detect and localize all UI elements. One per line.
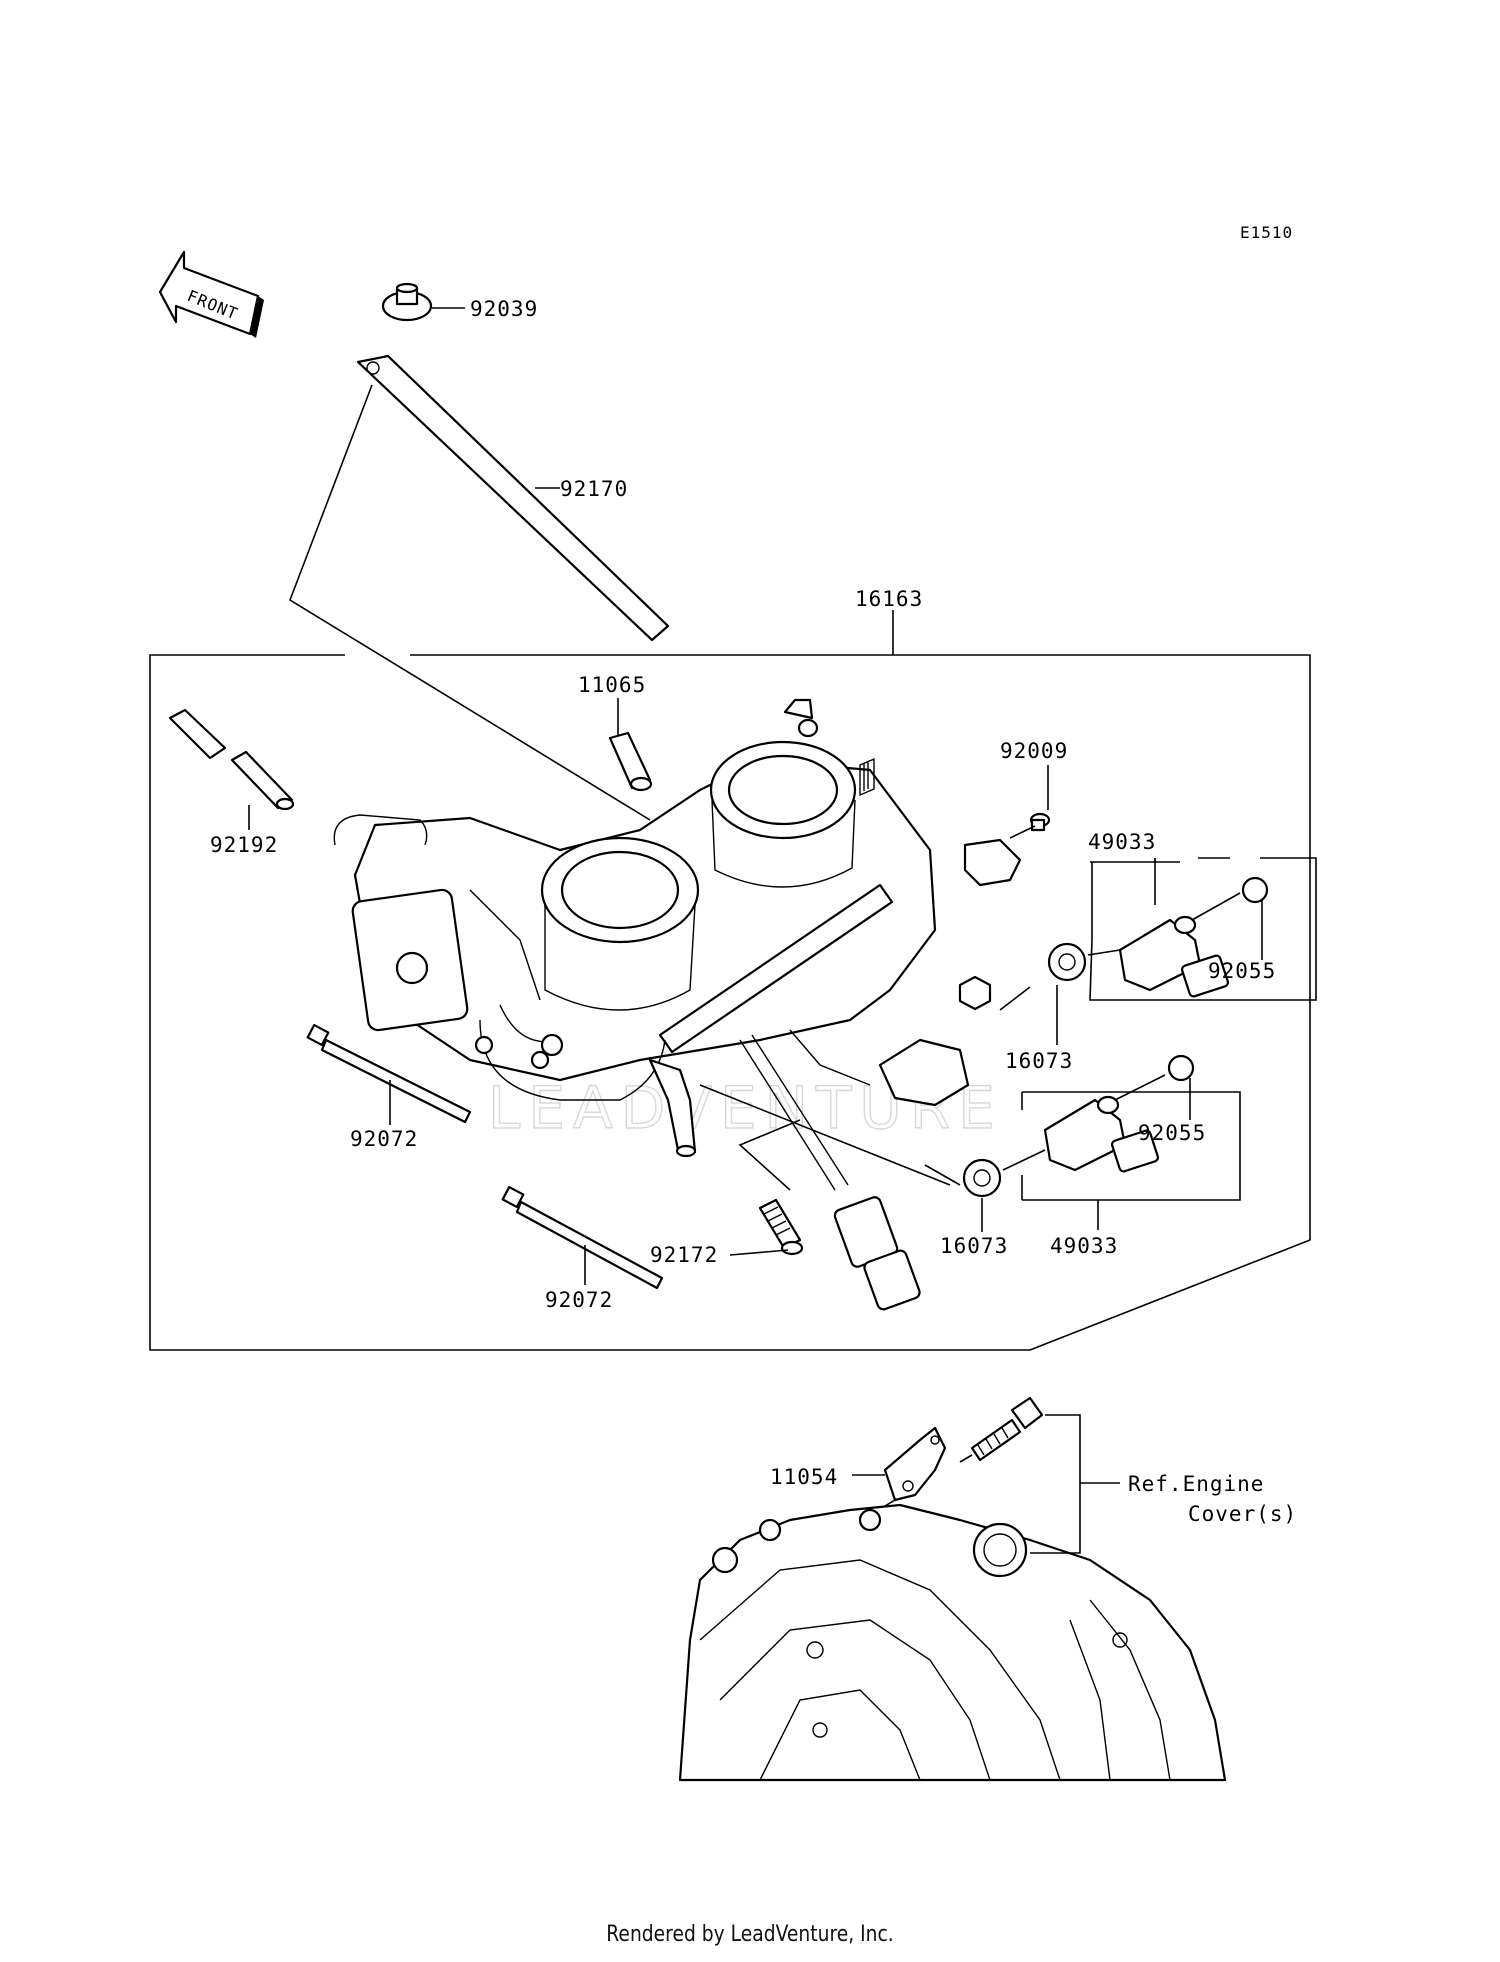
screw-part [963, 765, 1051, 887]
hose-part [168, 708, 295, 830]
reference-line-1: Ref.Engine [1128, 1472, 1264, 1496]
callout-92055-lower: 92055 [1138, 1121, 1206, 1145]
cable-tie-left-part [306, 1023, 472, 1125]
callout-16073-lower: 16073 [940, 1234, 1008, 1258]
throttle-body-part [333, 698, 992, 1311]
callout-92072-left: 92072 [350, 1127, 418, 1151]
callout-49033-upper: 49033 [1088, 830, 1156, 854]
front-arrow-icon: FRONT [158, 250, 264, 338]
screw-small-part [729, 1119, 804, 1256]
callout-92172: 92172 [650, 1243, 718, 1267]
callout-92055-upper: 92055 [1208, 959, 1276, 983]
reference-bracket [1030, 1414, 1120, 1554]
callout-92170: 92170 [560, 477, 628, 501]
bracket-part [852, 1426, 947, 1516]
injector-lower-group [699, 1054, 1241, 1232]
injector-upper-group [999, 857, 1317, 1045]
engine-cover-part [678, 1503, 1227, 1782]
cable-tie-bottom-part [501, 1185, 664, 1290]
cap-part [608, 698, 653, 792]
callout-16163: 16163 [855, 587, 923, 611]
callout-49033-lower: 49033 [1050, 1234, 1118, 1258]
band-part [289, 354, 670, 821]
callout-11054: 11054 [770, 1465, 838, 1489]
diagram-code: E1510 [1240, 223, 1293, 242]
callout-92039: 92039 [470, 297, 538, 321]
callout-92192: 92192 [210, 833, 278, 857]
callout-11065: 11065 [578, 673, 646, 697]
assembly-outline [149, 610, 1311, 1351]
footer-credit: Rendered by LeadVenture, Inc. [606, 1922, 894, 1947]
grommet-part [381, 282, 465, 322]
callout-92072-bottom: 92072 [545, 1288, 613, 1312]
bolt-part [959, 1396, 1044, 1463]
callout-92009: 92009 [1000, 739, 1068, 763]
callout-16073-upper: 16073 [1005, 1049, 1073, 1073]
reference-line-2: Cover(s) [1188, 1502, 1297, 1526]
